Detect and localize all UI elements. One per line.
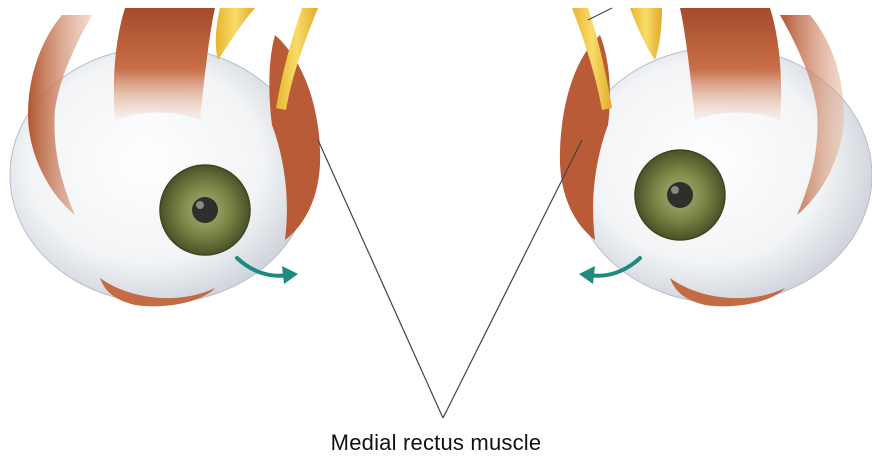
right-eye <box>560 8 872 306</box>
left-nerve-1 <box>216 8 255 60</box>
leader-line-left <box>318 140 443 418</box>
left-pupil <box>192 197 218 223</box>
left-eye <box>10 8 320 306</box>
right-pupil <box>667 182 693 208</box>
right-nerve-1 <box>630 8 662 60</box>
medial-rectus-label: Medial rectus muscle <box>0 430 872 456</box>
right-superior-muscle <box>680 8 781 120</box>
left-superior-muscle <box>114 8 215 120</box>
leader-line-right <box>443 140 582 418</box>
